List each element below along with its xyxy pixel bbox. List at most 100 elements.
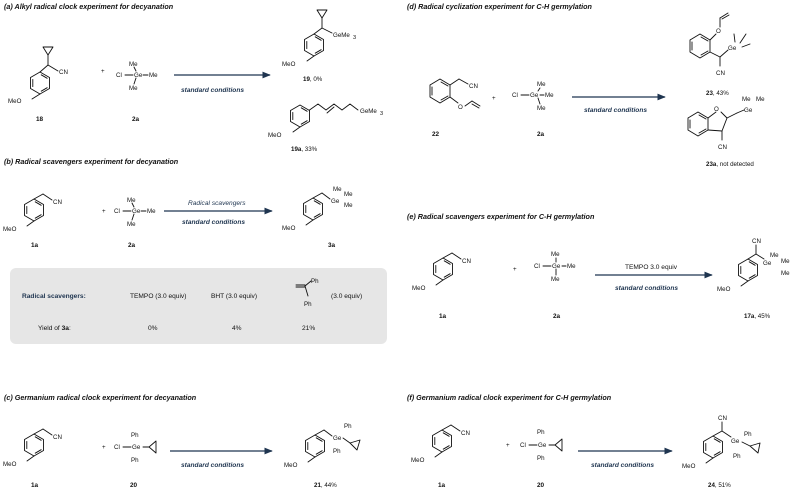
- svg-text:1a: 1a: [439, 313, 447, 320]
- svg-text:Ge: Ge: [728, 45, 737, 52]
- yield-of-3a-label: Yield of 3a:: [38, 325, 71, 332]
- svg-text:+: +: [102, 444, 106, 451]
- svg-text:Ge: Ge: [331, 198, 340, 205]
- svg-text:GeMe: GeMe: [333, 32, 350, 39]
- yield-tempo: 0%: [148, 325, 158, 332]
- svg-text:1a: 1a: [438, 482, 446, 489]
- scavenger-table-header: Radical scavengers:: [22, 293, 86, 300]
- svg-text:CN: CN: [718, 144, 727, 151]
- svg-text:Ph: Ph: [344, 423, 352, 430]
- svg-text:Cl: Cl: [114, 444, 120, 451]
- scavenger-table: Radical scavengers: TEMPO (3.0 equiv) BH…: [10, 268, 387, 344]
- panel-a: (a) Alkyl radical clock experiment for d…: [4, 2, 383, 153]
- svg-text:Ge: Ge: [132, 208, 141, 215]
- panel-a-product-19: MeO GeMe 3 19, 0%: [282, 9, 356, 83]
- svg-text:Me: Me: [537, 105, 546, 112]
- panel-c-substrate-1a: MeO CN 1a: [3, 428, 62, 489]
- svg-text:Me: Me: [149, 72, 158, 79]
- svg-text:CN: CN: [462, 258, 471, 265]
- svg-text:3: 3: [353, 35, 356, 41]
- svg-text:3: 3: [380, 111, 383, 117]
- panel-c-title: (c) Germanium radical clock experiment f…: [4, 393, 197, 402]
- svg-text:Me: Me: [333, 186, 342, 193]
- svg-text:Ph: Ph: [304, 301, 312, 308]
- svg-text:2a: 2a: [128, 242, 136, 249]
- panel-f-product-24: MeO CN Ge Ph Ph 24, 51%: [682, 415, 761, 489]
- panel-e-substrate-1a: MeO CN 1a: [412, 252, 471, 320]
- panel-b-reagent-2a: Me Cl Ge Me Me 2a: [114, 197, 156, 249]
- svg-text:20: 20: [537, 482, 545, 489]
- svg-text:Ph: Ph: [744, 431, 752, 438]
- panel-c-product-21: MeO Ge Ph Ph 21, 44%: [284, 423, 361, 489]
- plus-sign: +: [101, 68, 105, 75]
- scavenger-bht: BHT (3.0 equiv): [211, 293, 257, 300]
- svg-text:1a: 1a: [31, 242, 39, 249]
- svg-text:Ge: Ge: [763, 260, 772, 267]
- svg-text:Cl: Cl: [534, 263, 540, 270]
- svg-text:2a: 2a: [537, 131, 545, 138]
- svg-text:Ph: Ph: [131, 457, 139, 464]
- panel-b-conditions: standard conditions: [182, 219, 245, 226]
- panel-a-product-19a: MeO GeMe 3 19a, 33%: [268, 103, 383, 153]
- svg-text:O: O: [458, 104, 463, 111]
- svg-text:Me: Me: [127, 221, 136, 228]
- svg-text:MeO: MeO: [3, 226, 17, 233]
- svg-text:Me: Me: [781, 258, 790, 265]
- panel-a-substrate-18: MeO CN 18: [8, 46, 68, 123]
- svg-text:Me: Me: [129, 61, 138, 68]
- panel-e-conditions: standard conditions: [615, 285, 678, 292]
- panel-d-conditions: standard conditions: [584, 107, 647, 114]
- panel-d-substrate-22: CN O 22: [429, 78, 481, 138]
- panel-c: (c) Germanium radical clock experiment f…: [3, 393, 361, 489]
- scavenger-tempo: TEMPO (3.0 equiv): [130, 293, 186, 300]
- panel-d: (d) Radical cyclization experiment for C…: [407, 2, 765, 168]
- panel-d-product-23: O Ge CN 23, 43%: [689, 12, 751, 97]
- svg-text:CN: CN: [53, 434, 62, 441]
- svg-text:MeO: MeO: [282, 225, 296, 232]
- svg-text:Me: Me: [545, 92, 554, 99]
- panel-f-title: (f) Germanium radical clock experiment f…: [407, 393, 612, 402]
- panel-b: (b) Radical scavengers experiment for de…: [3, 157, 387, 344]
- svg-text:MeO: MeO: [3, 461, 17, 468]
- svg-text:CN: CN: [469, 83, 478, 90]
- svg-text:Me: Me: [129, 85, 138, 92]
- panel-a-title: (a) Alkyl radical clock experiment for d…: [4, 2, 174, 11]
- svg-text:Me: Me: [537, 81, 546, 88]
- svg-text:+: +: [506, 442, 510, 449]
- svg-text:CN: CN: [716, 70, 725, 77]
- panel-e: (e) Radical scavengers experiment for C-…: [407, 212, 790, 320]
- panel-d-reagent-2a: Me Cl Ge Me Me 2a: [512, 81, 554, 138]
- panel-e-reagent-2a: Me Cl Ge Me Me 2a: [534, 251, 576, 320]
- svg-text:MeO: MeO: [412, 285, 426, 292]
- compound-19a-yield: 19a, 33%: [291, 146, 318, 153]
- panel-b-substrate-1a: MeO CN 1a: [3, 193, 62, 249]
- svg-text:MeO: MeO: [717, 286, 731, 293]
- compound-2a-label: 2a: [132, 116, 140, 123]
- yield-dpe: 21%: [302, 325, 315, 332]
- scavenger-table-bg: [10, 268, 387, 344]
- svg-text:Cl: Cl: [512, 92, 518, 99]
- svg-text:Me: Me: [781, 270, 790, 277]
- svg-text:Ge: Ge: [333, 435, 342, 442]
- svg-text:GeMe: GeMe: [360, 108, 377, 115]
- svg-text:+: +: [102, 208, 106, 215]
- svg-text:Me: Me: [344, 202, 353, 209]
- scavenger-dpe: (3.0 equiv): [331, 293, 362, 300]
- svg-text:CN: CN: [461, 430, 470, 437]
- panel-c-reagent-20: Ph Cl Ge Ph 20: [114, 432, 157, 489]
- svg-text:Ph: Ph: [333, 448, 341, 455]
- panel-b-conditions-top: Radical scavengers: [188, 200, 246, 207]
- svg-text:Cl: Cl: [520, 442, 526, 449]
- svg-text:20: 20: [130, 482, 138, 489]
- svg-text:Ph: Ph: [537, 429, 545, 436]
- panel-e-conditions-top: TEMPO 3.0 equiv: [625, 264, 678, 271]
- compound-24-yield: 24, 51%: [708, 482, 731, 489]
- yield-bht: 4%: [232, 325, 242, 332]
- panel-f-substrate-1a: MeO CN 1a: [411, 424, 470, 489]
- svg-text:Ge: Ge: [134, 72, 143, 79]
- svg-text:Ge: Ge: [530, 92, 539, 99]
- diphenylethylene-structure: Ph Ph: [295, 278, 319, 308]
- svg-text:O: O: [716, 28, 721, 35]
- svg-text:CN: CN: [53, 199, 62, 206]
- compound-23-yield: 23, 43%: [706, 90, 729, 97]
